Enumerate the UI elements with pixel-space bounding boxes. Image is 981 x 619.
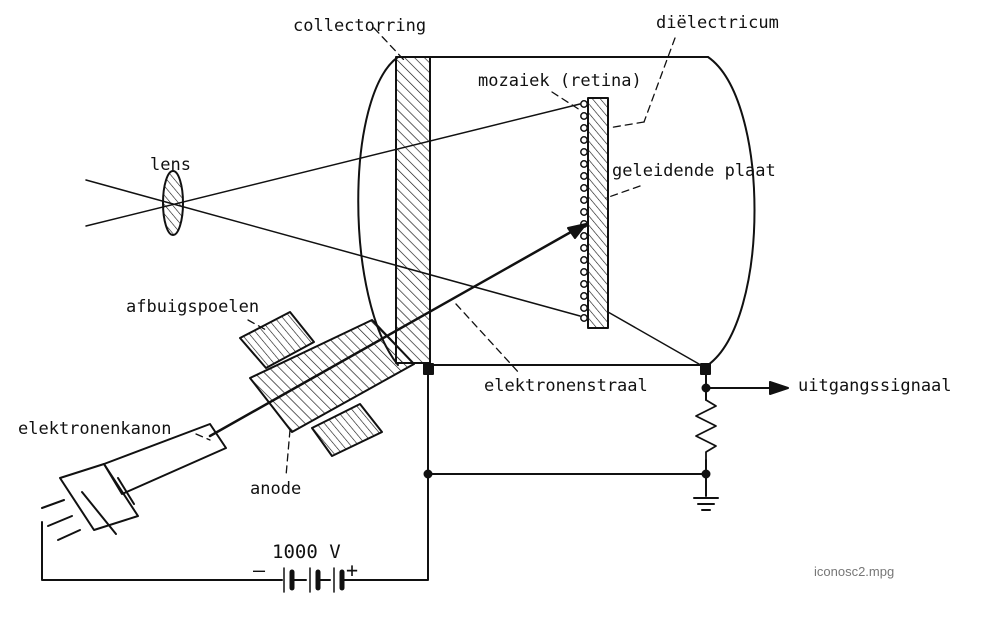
output-arrow xyxy=(769,381,789,395)
label-minus: – xyxy=(253,558,266,582)
lens xyxy=(162,170,184,236)
electron-gun xyxy=(41,423,227,541)
electron-beam xyxy=(208,226,580,438)
electron-beam-arrowhead xyxy=(567,223,587,239)
deflection-coil-bottom xyxy=(311,403,383,457)
conductive-plate xyxy=(587,97,609,329)
mosaic-retina xyxy=(580,100,588,322)
collector-ring xyxy=(395,56,431,364)
label-plus: + xyxy=(346,558,359,582)
circuit-wiring xyxy=(41,369,775,581)
ground-symbol xyxy=(693,497,719,511)
label-anode: anode xyxy=(250,479,302,499)
label-electron-gun: elektronenkanon xyxy=(18,419,172,439)
battery xyxy=(269,567,353,593)
label-output-signal: uitgangssignaal xyxy=(798,376,952,396)
source-caption: iconosc2.mpg xyxy=(814,564,895,579)
light-rays xyxy=(85,103,581,317)
label-electron-beam: elektronenstraal xyxy=(484,376,648,396)
label-conductive-plate: geleidende plaat xyxy=(612,161,776,181)
label-deflection-coils: afbuigspoelen xyxy=(126,297,260,317)
terminal-right xyxy=(700,363,711,375)
junction-dot xyxy=(701,383,711,393)
terminal-left xyxy=(423,363,434,375)
label-mosaic: mozaiek (retina) xyxy=(478,71,642,91)
label-collector-ring: collectorring xyxy=(293,16,427,36)
label-lens: lens xyxy=(150,155,191,175)
resistor xyxy=(695,399,717,461)
leader-lines xyxy=(195,27,676,477)
label-voltage: 1000 V xyxy=(272,541,341,563)
anode xyxy=(249,319,415,433)
junction-dot xyxy=(423,469,433,479)
junction-dot xyxy=(701,469,711,479)
tube-envelope xyxy=(357,56,756,366)
deflection-coil-top xyxy=(239,311,315,369)
label-dielectric: diëlectricum xyxy=(656,13,779,33)
